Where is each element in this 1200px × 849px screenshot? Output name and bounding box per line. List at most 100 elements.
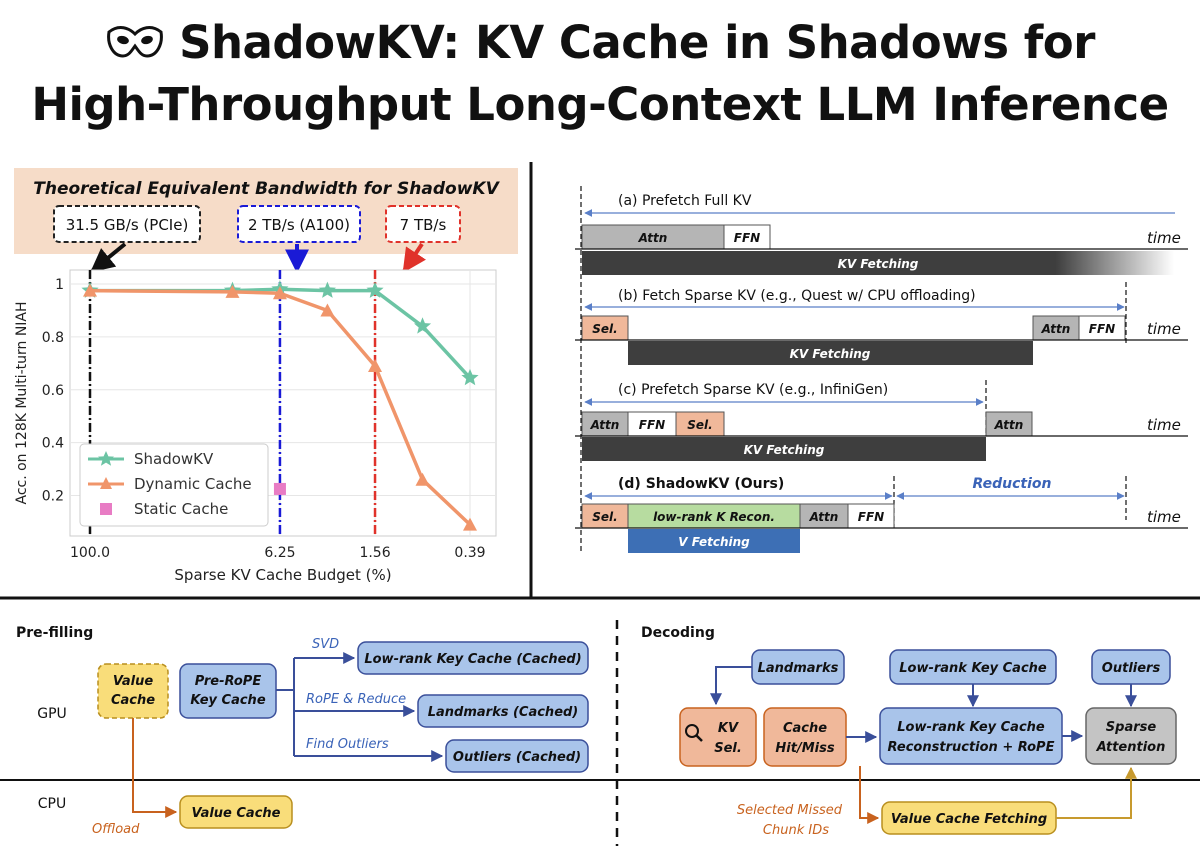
title-line-2: High-Throughput Long-Context LLM Inferen… <box>31 78 1169 131</box>
cache-hit-box <box>763 707 847 767</box>
magnifier-icon <box>685 724 703 742</box>
block-a-attn <box>581 224 725 250</box>
recon-line1: Low-rank Key Cache <box>897 720 1045 735</box>
data-point-dynamic-cache <box>415 472 430 486</box>
reduction-label: Reduction <box>973 476 1052 492</box>
block-c-attn2-label: Attn <box>994 418 1024 432</box>
fetch-d-label: V Fetching <box>678 535 750 549</box>
bw-box-7tb <box>385 205 461 243</box>
block-a-ffn <box>723 224 771 250</box>
value-cache-gpu-line2: Cache <box>111 693 155 708</box>
pre-rope-key-box <box>179 663 277 719</box>
x-tick-label: 0.39 <box>454 545 485 561</box>
data-point-dynamic-cache <box>83 283 97 297</box>
sparse-attn-line2: Attention <box>1096 740 1166 755</box>
fetch-d <box>628 529 800 553</box>
gpu-label: GPU <box>37 706 67 722</box>
block-c-sel <box>675 411 725 437</box>
fetch-c-label: KV Fetching <box>744 443 825 457</box>
value-cache-gpu-line1: Value <box>113 674 154 689</box>
value-cache-gpu-box <box>97 663 169 719</box>
block-d-ffn-label: FFN <box>858 510 884 524</box>
fetch-b-label: KV Fetching <box>790 347 871 361</box>
offload-arrow <box>132 718 178 818</box>
cpu-label: CPU <box>38 796 66 812</box>
legend-label-static: Static Cache <box>134 500 228 518</box>
caption-a: (a) Prefetch Full KV <box>618 193 752 209</box>
y-tick-label: 0.6 <box>42 383 64 399</box>
x-tick-label: 6.25 <box>264 545 295 561</box>
bw-box-pcie <box>53 205 201 243</box>
block-d-attn <box>799 503 849 529</box>
legend-star-marker <box>98 451 114 466</box>
x-axis-label: Sparse KV Cache Budget (%) <box>174 566 391 584</box>
outliers-cached-label: Outliers (Cached) <box>453 750 581 765</box>
rope-reduce-label: RoPE & Reduce <box>306 692 406 707</box>
block-d-ffn <box>847 503 895 529</box>
find-outliers-label: Find Outliers <box>306 737 389 752</box>
lowrank-cached-label: Low-rank Key Cache (Cached) <box>364 652 581 667</box>
recon-box <box>879 707 1063 765</box>
block-b-sel-label: Sel. <box>592 322 617 336</box>
fetch-c <box>582 437 986 461</box>
data-point-shadowkv <box>461 368 479 386</box>
block-b-attn <box>1032 315 1080 341</box>
bw-label-a100: 2 TB/s (A100) <box>248 216 350 234</box>
outliers-cached-box <box>445 739 589 773</box>
data-point-shadowkv <box>366 281 384 298</box>
data-point-dynamic-cache <box>320 303 335 317</box>
title-text-1: ShadowKV: KV Cache in Shadows for <box>179 16 1095 69</box>
legend-box <box>79 443 269 527</box>
pre-rope-line1: Pre-RoPE <box>195 674 262 689</box>
pre-rope-line2: Key Cache <box>190 693 265 708</box>
kv-sel-box <box>679 707 757 767</box>
chart-series <box>81 280 479 531</box>
block-b-attn-label: Attn <box>1041 322 1071 336</box>
outliers-label: Outliers <box>1102 661 1161 676</box>
value-cache-cpu-box <box>179 795 293 829</box>
selected-missed-line1: Selected Missed <box>737 803 843 818</box>
x-tick-label: 1.56 <box>359 545 390 561</box>
time-label-c: time <box>1147 416 1181 434</box>
svd-label: SVD <box>312 637 339 652</box>
branch-lines <box>276 658 295 756</box>
data-point-dynamic-cache <box>368 358 383 372</box>
block-d-sel <box>581 503 629 529</box>
y-tick-label: 0.8 <box>42 330 64 346</box>
kv-sel-line1: KV <box>718 721 739 736</box>
block-c-ffn <box>627 411 677 437</box>
landmarks-to-kvsel <box>710 666 752 706</box>
block-c-attn2 <box>985 411 1033 437</box>
pipeline-panel: Pre-filling Decoding GPU CPU Value Cache… <box>0 620 1200 846</box>
time-label-a: time <box>1147 229 1181 247</box>
title-block: ShadowKV: KV Cache in Shadows for High-T… <box>0 12 1200 136</box>
fetch-to-attn <box>1056 766 1137 819</box>
missed-to-fetch <box>859 766 880 824</box>
block-d-recon-label: low-rank K Recon. <box>653 510 775 524</box>
block-a-ffn-label: FFN <box>734 231 760 245</box>
y-axis-label: Acc. on 128K Multi-turn NIAH <box>14 301 30 504</box>
bw-label-7tb: 7 TB/s <box>400 216 447 234</box>
timeline-panel: (a) Prefetch Full KV Attn FFN time KV Fe… <box>575 186 1188 553</box>
arrow-7tb <box>402 242 426 273</box>
sparse-attn-box <box>1085 707 1177 765</box>
cache-hit-line1: Cache <box>783 721 827 736</box>
y-tick-label: 0.2 <box>42 489 64 505</box>
lowrank-cached-box <box>357 641 589 675</box>
kv-sel-line2: Sel. <box>714 741 742 756</box>
decode-title: Decoding <box>641 625 715 641</box>
cache-hit-line2: Hit/Miss <box>775 741 834 756</box>
block-a-attn-label: Attn <box>638 231 668 245</box>
legend-triangle-marker <box>100 477 112 489</box>
fetch-b <box>628 341 1033 365</box>
fetch-a <box>582 251 1174 275</box>
block-d-sel-label: Sel. <box>592 510 617 524</box>
bandwidth-header-text: Theoretical Equivalent Bandwidth for Sha… <box>33 179 500 199</box>
sparse-attn-line1: Sparse <box>1106 720 1157 735</box>
block-d-attn-label: Attn <box>809 510 839 524</box>
legend-square-marker <box>100 503 112 515</box>
time-label-b: time <box>1147 320 1181 338</box>
data-point-dynamic-cache <box>225 284 240 298</box>
